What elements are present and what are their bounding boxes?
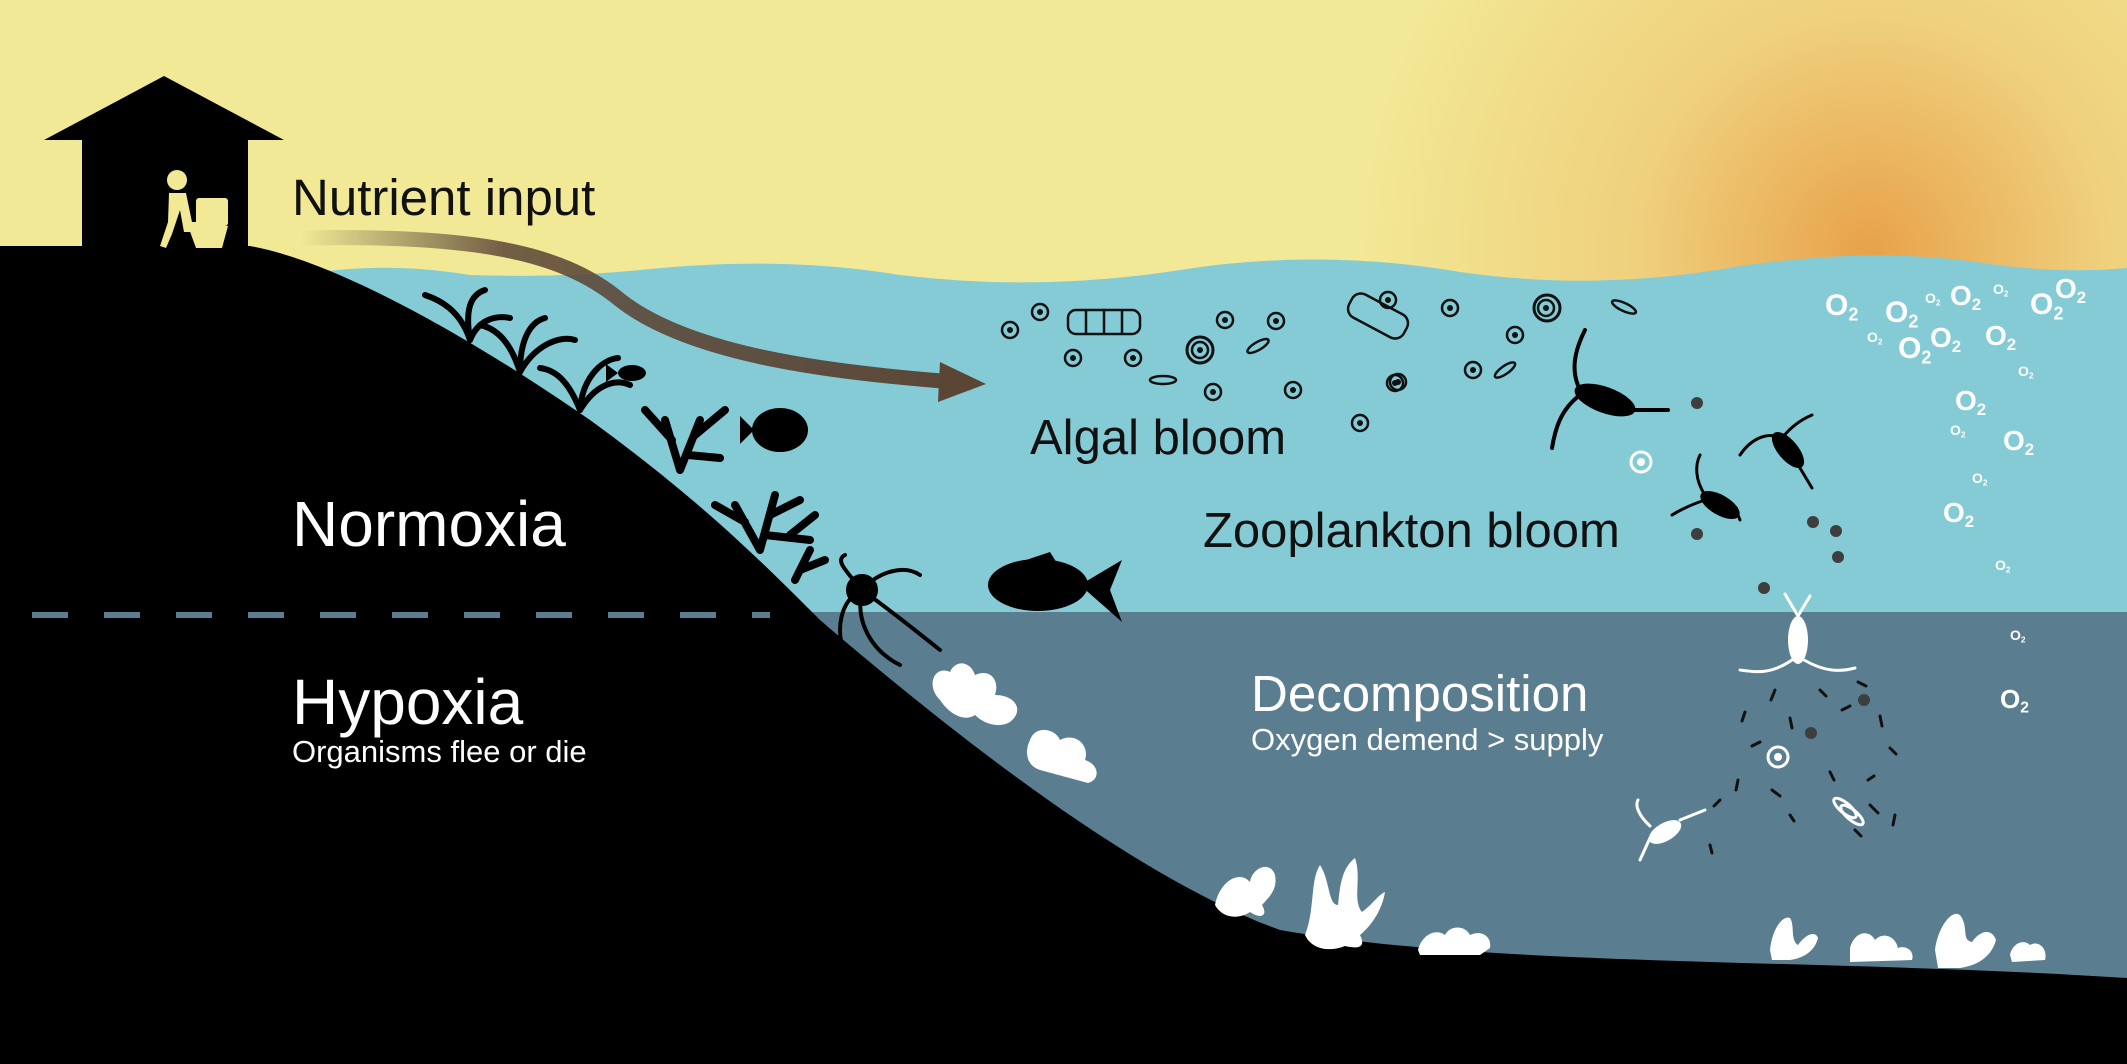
decomposition-fragments [1708, 680, 1898, 855]
bleached-coral-icon [932, 663, 1097, 783]
svg-text:O2: O2 [2000, 684, 2029, 717]
diatom-fragments [1832, 796, 1865, 827]
svg-text:O2: O2 [1985, 320, 2016, 354]
toilet-person-icon [160, 170, 228, 248]
svg-text:O2: O2 [1995, 557, 2011, 575]
hypoxia-subtitle: Organisms flee or die [292, 734, 587, 769]
svg-text:O2: O2 [1925, 290, 1941, 308]
svg-text:O2: O2 [2030, 288, 2063, 323]
phytoplankton-icon [1000, 290, 1638, 433]
detritus-particles [1691, 397, 1870, 739]
zooplankton-icon [1550, 328, 1814, 522]
svg-text:O2: O2 [1943, 497, 1974, 531]
svg-text:O2: O2 [2055, 273, 2086, 307]
svg-text:O2: O2 [1972, 470, 1988, 488]
bleached-coral-icon [1215, 858, 2046, 968]
decomposition-subtitle: Oxygen demend > supply [1251, 722, 1604, 757]
decomposition-label: Decomposition [1251, 665, 1589, 722]
svg-text:O2: O2 [2010, 627, 2026, 645]
normoxia-label: Normoxia [292, 488, 566, 560]
jellyfish-icon [838, 553, 942, 667]
svg-text:O2: O2 [1993, 281, 2009, 299]
algal-bloom-label: Algal bloom [1030, 411, 1287, 465]
svg-text:O2: O2 [1955, 385, 1986, 419]
coral-icon [641, 406, 829, 584]
fish-icon [740, 408, 808, 452]
svg-text:O2: O2 [1885, 296, 1918, 331]
oxygen-bubble-icon: O2 O2 O2 O2 O2 O2 O2 O2 O2 O2 O2 O2 O2 O… [1825, 273, 2086, 717]
zooplankton-icon [1635, 592, 1857, 862]
seaweed-icon [422, 287, 633, 413]
zooplankton-bloom-label: Zooplankton bloom [1203, 504, 1620, 558]
svg-text:O2: O2 [1950, 280, 1981, 314]
svg-text:O2: O2 [1867, 329, 1883, 347]
seabed-land [0, 246, 2127, 1064]
svg-text:O2: O2 [2018, 363, 2034, 381]
svg-text:O2: O2 [2003, 425, 2034, 459]
svg-text:O2: O2 [1898, 332, 1931, 367]
nutrient-input-label: Nutrient input [292, 169, 596, 226]
fish-icon [988, 552, 1122, 622]
svg-text:O2: O2 [1825, 289, 1858, 324]
nutrient-arrow-icon [299, 230, 986, 402]
fish-icon [606, 364, 646, 382]
svg-text:O2: O2 [1950, 422, 1966, 440]
svg-text:O2: O2 [1930, 322, 1961, 356]
hypoxia-label: Hypoxia [292, 666, 524, 738]
